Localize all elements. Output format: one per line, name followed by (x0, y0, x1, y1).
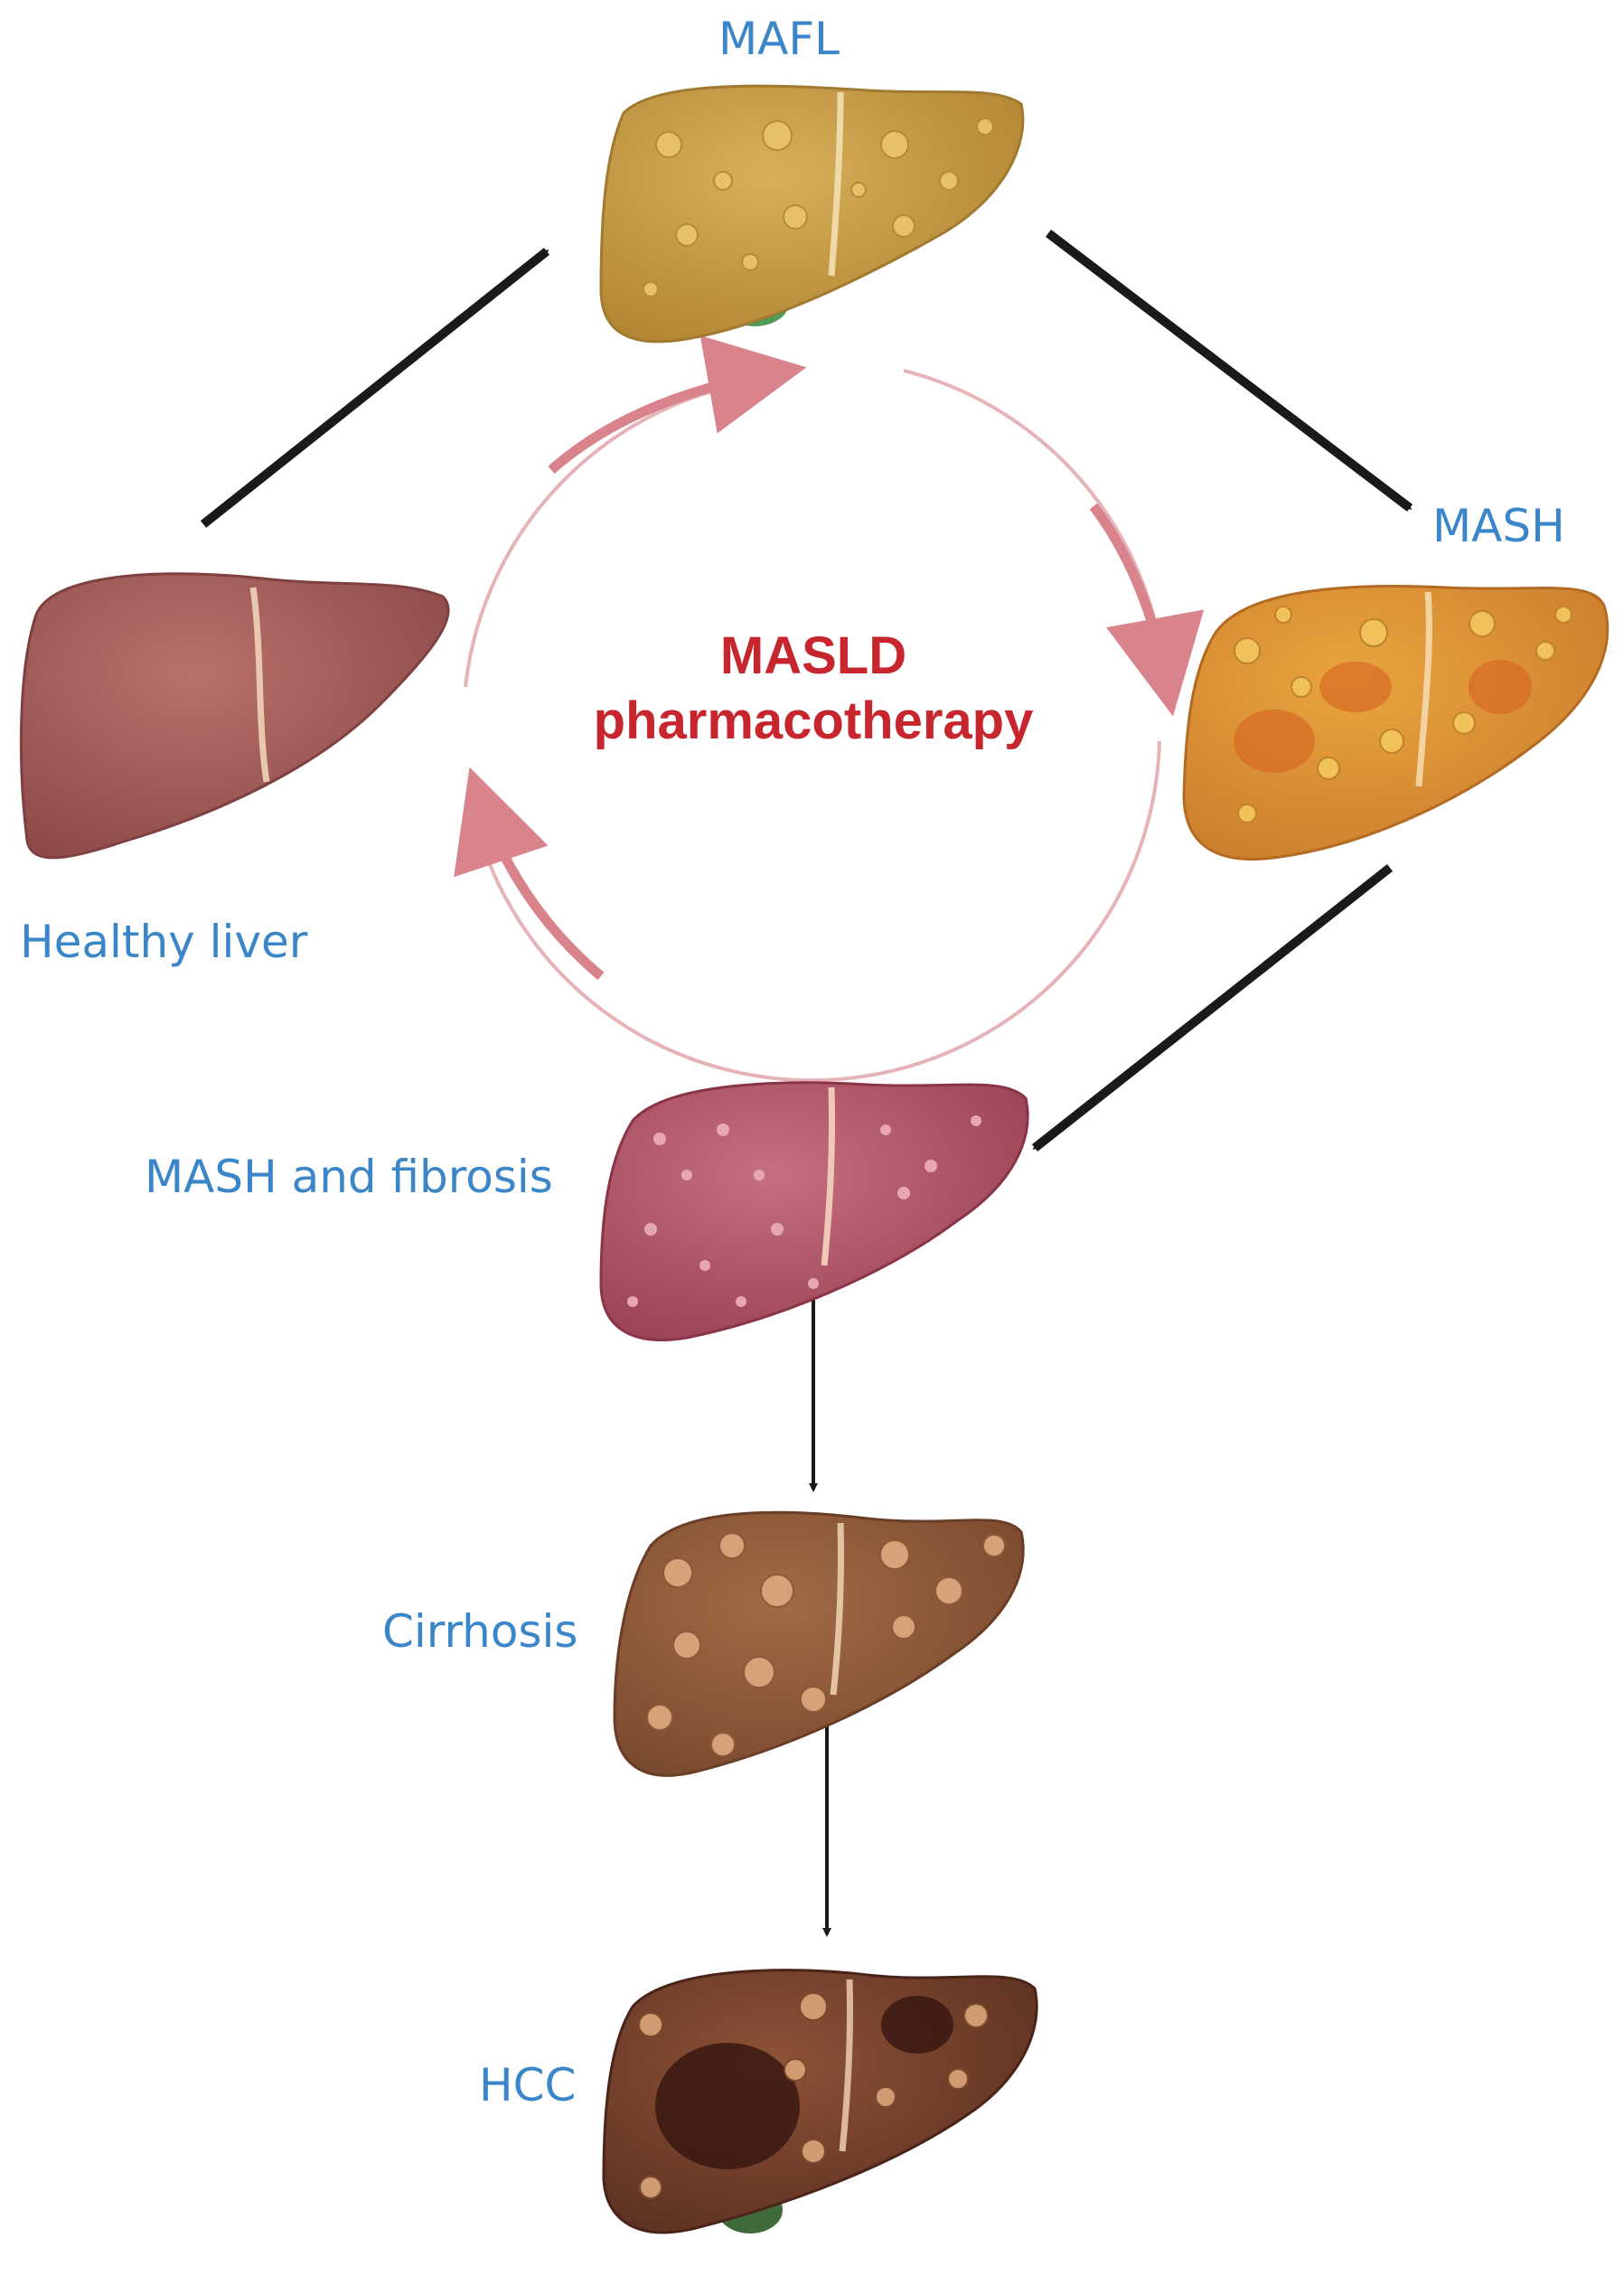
mafl-liver-illustration (599, 84, 1025, 343)
mash-fibrosis-label: MASH and fibrosis (145, 1151, 553, 1203)
arrow-mafl-to-mash (1045, 230, 1413, 512)
healthy-liver-illustration (19, 572, 450, 860)
hcc-label: HCC (479, 2059, 577, 2111)
mafl-label: MAFL (718, 13, 840, 65)
healthy-liver-label: Healthy liver (20, 916, 308, 968)
cirrhosis-label: Cirrhosis (382, 1605, 578, 1658)
cycle-arc-bottom (473, 740, 1161, 1083)
mash-liver-illustration (1182, 584, 1610, 861)
cirrhosis-liver-illustration (613, 1510, 1025, 1777)
masld-pharmacotherapy-title: MASLD pharmacotherapy (578, 624, 1048, 754)
fibrosis-liver-illustration (599, 1081, 1029, 1341)
arrow-mash-to-fibrosis (1031, 864, 1394, 1152)
cycle-arrow-to-healthy (454, 766, 605, 981)
arrow-healthy-to-mafl (200, 248, 550, 528)
pharmacotherapy-cycle (454, 335, 1205, 1083)
mash-label: MASH (1432, 500, 1565, 552)
center-title-line2: pharmacotherapy (593, 691, 1034, 750)
cycle-arrow-to-mafl (548, 335, 807, 475)
cycle-arrow-to-mash (1089, 503, 1205, 717)
hcc-liver-illustration (602, 1969, 1038, 2234)
center-title-line1: MASLD (719, 626, 907, 685)
